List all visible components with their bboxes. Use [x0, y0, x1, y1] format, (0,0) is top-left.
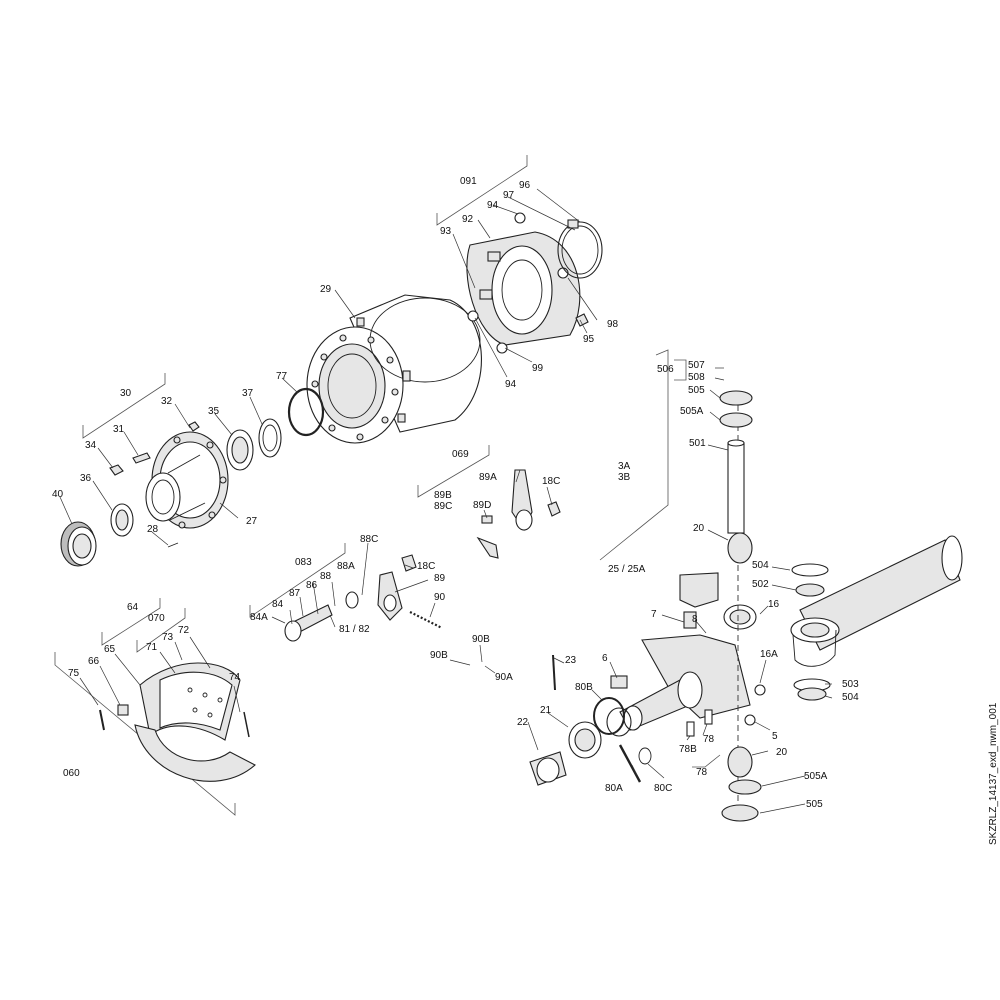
callout-label: 36 [80, 473, 92, 484]
callout-label: 88C [360, 534, 378, 545]
callout-label: 66 [88, 656, 100, 667]
callout-label: 070 [148, 613, 165, 624]
callout-label: 5 [772, 731, 778, 742]
callout-label: 89 [434, 573, 446, 584]
callout-label: 89A [479, 472, 497, 483]
axle-beam [790, 535, 963, 667]
callout-label: 74 [229, 672, 241, 683]
callout-label: 84 [272, 599, 284, 610]
leader-lines [59, 188, 833, 814]
callout-label: 72 [178, 625, 190, 636]
callout-label: 30 [120, 388, 132, 399]
callout-label: 35 [208, 406, 220, 417]
callout-label: 505 [806, 799, 823, 810]
callout-label: 89C [434, 501, 452, 512]
kingpin-stack [719, 390, 831, 822]
callout-label: 90B [472, 634, 490, 645]
callout-label: 88A [337, 561, 355, 572]
callout-label: 92 [462, 214, 474, 225]
steering-knuckle [606, 572, 766, 737]
callout-label: 90 [434, 592, 446, 603]
callout-label: 99 [532, 363, 544, 374]
callout-label: 8 [692, 614, 698, 625]
callout-label: 81 / 82 [339, 624, 370, 635]
callout-label: 503 [842, 679, 859, 690]
callout-label: 84A [250, 612, 268, 623]
brake-shoes [99, 662, 256, 782]
callout-label: 25 / 25A [608, 564, 646, 575]
callout-label: 22 [517, 717, 529, 728]
wheel-hub [109, 387, 325, 548]
callout-label: 502 [752, 579, 769, 590]
callout-label: 73 [162, 632, 174, 643]
callout-label: 64 [127, 602, 139, 613]
callout-label: 90B [430, 650, 448, 661]
slack-adjuster-group [284, 469, 561, 642]
callout-label: 80B [575, 682, 593, 693]
callout-label: 7 [651, 609, 657, 620]
callout-label: 091 [460, 176, 477, 187]
callout-label: 95 [583, 334, 595, 345]
callout-label: 506 [657, 364, 674, 375]
lower-knuckle-parts [529, 654, 713, 786]
hub-cap [60, 521, 97, 567]
callout-label: 98 [607, 319, 619, 330]
callout-label: 069 [452, 449, 469, 460]
callout-label: 78 [696, 767, 708, 778]
callout-label: 23 [565, 655, 577, 666]
callout-label: 78 [703, 734, 715, 745]
callout-label: 505 [688, 385, 705, 396]
callout-label: 71 [146, 642, 158, 653]
callout-label: 27 [246, 516, 258, 527]
callout-label: 96 [519, 180, 531, 191]
callout-label: 94 [487, 200, 499, 211]
callout-label: 93 [440, 226, 452, 237]
callout-label: 16A [760, 649, 778, 660]
callout-label: 88 [320, 571, 332, 582]
callout-label: 16 [768, 599, 780, 610]
callout-label: 18C [542, 476, 560, 487]
callout-label: 94 [505, 379, 517, 390]
callout-label: 87 [289, 588, 301, 599]
callout-label: 77 [276, 371, 288, 382]
callout-label: 80C [654, 783, 672, 794]
callout-label: 29 [320, 284, 332, 295]
callout-label: 78B [679, 744, 697, 755]
callout-label: 86 [306, 580, 318, 591]
callout-label: 6 [602, 653, 608, 664]
callout-label: 21 [540, 705, 552, 716]
callout-label: 083 [295, 557, 312, 568]
callout-label: 97 [503, 190, 515, 201]
callout-label: 507 [688, 360, 705, 371]
callout-label: 89B [434, 490, 452, 501]
callout-label: 40 [52, 489, 64, 500]
callout-label: 34 [85, 440, 97, 451]
callout-label: 18C [417, 561, 435, 572]
callout-label: 505A [804, 771, 828, 782]
callout-label: 504 [842, 692, 859, 703]
callout-label: 65 [104, 644, 116, 655]
callout-label: 28 [147, 524, 159, 535]
callout-label: 90A [495, 672, 513, 683]
callout-label: 75 [68, 668, 80, 679]
callout-label: 37 [242, 388, 254, 399]
brake-drum [306, 294, 482, 444]
callout-label: 3A [618, 461, 631, 472]
callout-label: 89D [473, 500, 491, 511]
callout-label: 501 [689, 438, 706, 449]
callout-label: 20 [776, 747, 788, 758]
callout-label: 505A [680, 406, 704, 417]
callout-label: 20 [693, 523, 705, 534]
callout-label: 3B [618, 472, 631, 483]
callout-label: 31 [113, 424, 125, 435]
callout-label: 32 [161, 396, 173, 407]
callout-label: 508 [688, 372, 705, 383]
callout-labels: 091 96 97 94 92 93 29 98 95 99 94 30 32 … [52, 176, 859, 810]
callout-label: 80A [605, 783, 623, 794]
callout-label: 504 [752, 560, 769, 571]
drawing-id-label: SKZRLZ_14137_exd_nwm_001 [988, 702, 999, 845]
callout-label: 060 [63, 768, 80, 779]
